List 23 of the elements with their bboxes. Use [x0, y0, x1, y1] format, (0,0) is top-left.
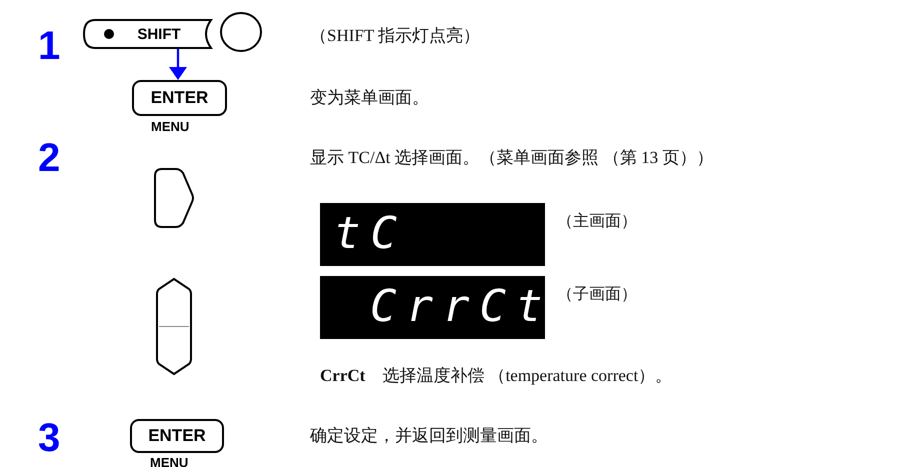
arrow	[169, 49, 187, 80]
display-panel	[320, 203, 545, 266]
step-number: 3	[38, 418, 60, 458]
right-arrow-key-icon	[154, 168, 194, 228]
display-panel	[320, 276, 545, 339]
display-caption: （子画面）	[557, 285, 637, 305]
round-key-icon	[220, 12, 262, 52]
display-readout: tC	[334, 212, 407, 256]
key-sublabel: MENU	[151, 119, 190, 134]
step-note: （SHIFT 指示灯点亮）	[310, 26, 480, 46]
display-caption: （主画面）	[557, 212, 637, 232]
option-description: CrrCt 选择温度补偿 （temperature correct）。	[320, 366, 672, 386]
enter-key: ENTER	[130, 419, 224, 453]
display-readout: CrrCt	[370, 285, 552, 329]
up-down-key-icon	[156, 278, 192, 375]
step-number: 2	[38, 138, 60, 178]
step-description: 确定设定，并返回到测量画面。	[310, 426, 548, 446]
shift-key: SHIFT	[83, 19, 213, 49]
step-number: 1	[38, 26, 60, 66]
key-sublabel: MENU	[150, 455, 188, 467]
step-description: 变为菜单画面。	[310, 88, 429, 108]
step-description: 显示 TC/Δt 选择画面。（菜单画面参照 （第 13 页））	[310, 148, 714, 168]
enter-key: ENTER	[132, 80, 227, 116]
